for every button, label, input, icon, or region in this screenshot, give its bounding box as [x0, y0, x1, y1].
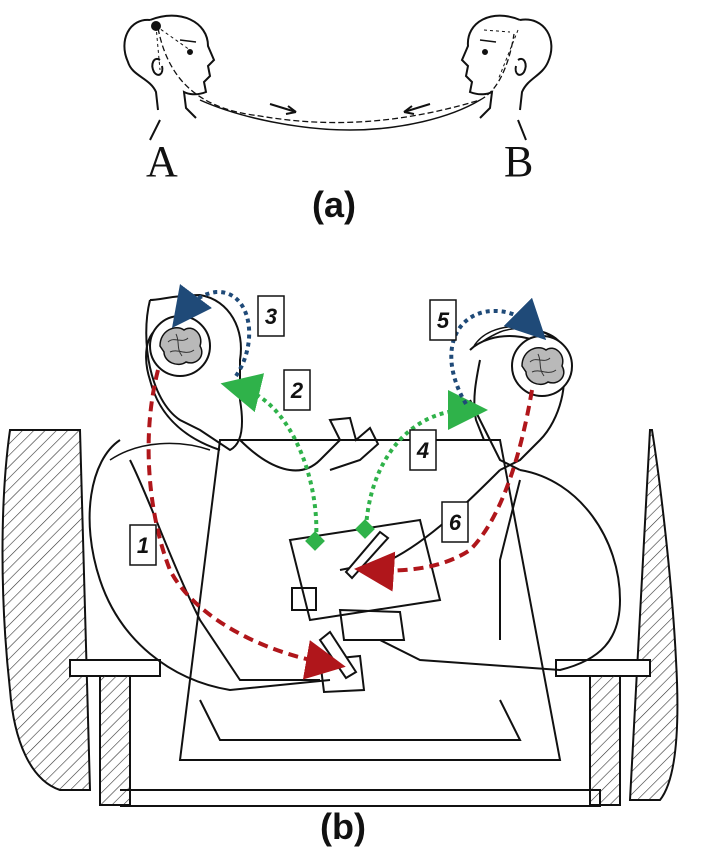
step-label-4: 4: [409, 429, 437, 471]
right-chair-sketch-icon: [555, 429, 679, 806]
panel-a-caption: (a): [312, 184, 356, 225]
arrow-step-5: [449, 297, 547, 406]
gaze-point-b: [355, 519, 375, 539]
step-number-1: 1: [137, 533, 149, 558]
arrow-step-3: [171, 283, 252, 378]
step-label-3: 3: [257, 295, 285, 337]
step-number-5: 5: [437, 308, 450, 333]
person-a-label: A: [146, 137, 178, 186]
arrow-step-2: [220, 373, 319, 541]
brain-icon-b: [511, 335, 573, 397]
step-label-1: 1: [129, 524, 157, 566]
head-b-sketch-icon: [460, 14, 553, 141]
step-number-3: 3: [265, 304, 277, 329]
step-number-6: 6: [449, 510, 462, 535]
speech-circuit-lines: [157, 27, 515, 131]
step-number-2: 2: [290, 378, 304, 403]
arrow-step-1: [146, 369, 346, 680]
gaze-point-a: [305, 531, 325, 551]
person-b-label: B: [504, 137, 534, 186]
step-label-2: 2: [283, 369, 311, 411]
step-label-5: 5: [429, 299, 457, 341]
head-a-sketch-icon: [123, 14, 216, 141]
left-chair-sketch-icon: [1, 429, 161, 806]
person-b-sketch: [338, 325, 622, 672]
table-sketch: [120, 439, 601, 807]
arrow-step-6: [354, 389, 534, 592]
step-number-4: 4: [416, 438, 429, 463]
panel-b-caption: (b): [320, 806, 366, 847]
step-label-6: 6: [441, 501, 469, 543]
arrow-step-4: [364, 390, 488, 529]
brain-icon-a: [149, 315, 211, 377]
